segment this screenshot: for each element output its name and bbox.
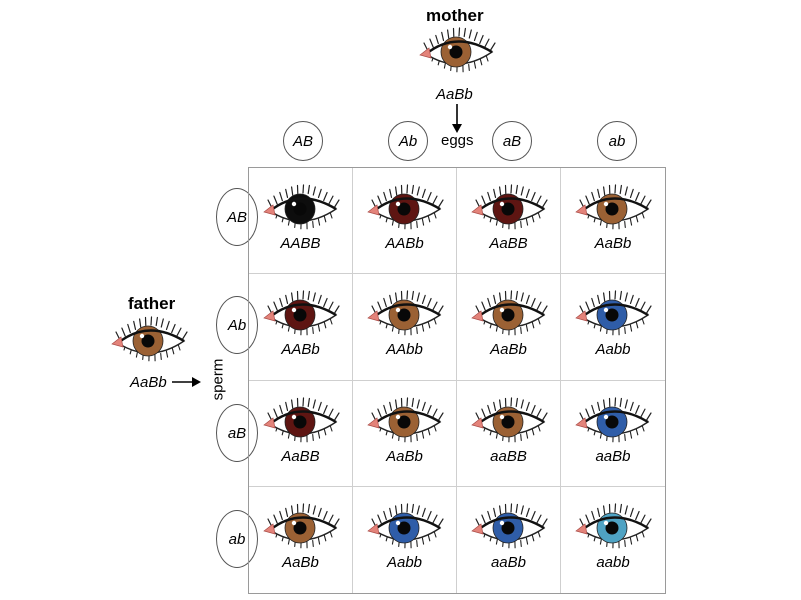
punnett-cell: aabb <box>561 487 665 593</box>
punnett-cell: AABB <box>249 168 353 275</box>
punnett-cell: AaBb <box>561 168 665 275</box>
sperm-arrow-icon <box>172 377 201 387</box>
punnett-cell: AaBB <box>249 380 353 487</box>
eye-icon <box>575 396 652 442</box>
mother-eye-icon <box>419 27 496 73</box>
cell-genotype: AAbb <box>386 341 423 359</box>
father-genotype: AaBb <box>130 374 167 391</box>
eye-icon <box>471 396 548 442</box>
punnett-cell: AAbb <box>353 274 457 381</box>
cell-genotype: aaBb <box>490 553 527 571</box>
egg-gamete-AB: AB <box>283 121 323 161</box>
sperm-gamete-Ab: Ab <box>216 296 258 354</box>
cell-genotype: AABb <box>281 341 320 359</box>
cell-genotype: Aabb <box>595 341 631 359</box>
eggs-label: eggs <box>441 132 474 149</box>
cell-genotype: AABB <box>280 235 321 252</box>
eye-icon <box>263 396 340 442</box>
eye-icon <box>471 290 548 336</box>
eye-icon <box>263 184 340 230</box>
eye-icon <box>367 503 444 549</box>
punnett-cell: Aabb <box>353 486 457 593</box>
eye-icon <box>367 184 444 230</box>
egg-gamete-aB: aB <box>492 121 532 161</box>
punnett-square: AABB AABb AaBB AaBb <box>248 167 666 594</box>
cell-genotype: AaBB <box>489 235 528 252</box>
eye-icon <box>471 503 548 549</box>
eye-icon <box>575 184 652 230</box>
cell-genotype: AABb <box>385 235 424 252</box>
punnett-cell: AaBb <box>249 486 353 593</box>
punnett-cell: AaBb <box>353 380 457 487</box>
cell-genotype: Aabb <box>386 553 423 571</box>
eye-icon <box>575 503 652 549</box>
cell-genotype: aaBb <box>595 447 631 465</box>
eye-icon <box>367 396 444 442</box>
cell-genotype: AaBb <box>282 553 319 571</box>
father-eye-icon <box>111 316 188 362</box>
eye-icon <box>263 503 340 549</box>
egg-gamete-ab: ab <box>597 121 637 161</box>
sperm-gamete-AB: AB <box>216 188 258 246</box>
punnett-cell: AABb <box>353 168 457 275</box>
cell-genotype: AaBb <box>386 447 423 465</box>
punnett-cell: AaBb <box>457 274 561 381</box>
punnett-cell: aaBb <box>457 486 561 593</box>
sperm-label: sperm <box>209 358 227 401</box>
cell-genotype: AaBb <box>490 341 527 359</box>
cell-genotype: AaBB <box>281 447 320 465</box>
sperm-gamete-aB: aB <box>216 404 258 462</box>
punnett-cell: AaBB <box>457 168 561 275</box>
cell-genotype: aaBB <box>490 447 527 465</box>
cell-genotype: AaBb <box>594 235 632 252</box>
eye-icon <box>367 290 444 336</box>
father-label: father <box>128 294 176 313</box>
mother-genotype: AaBb <box>436 86 473 103</box>
eye-icon <box>263 290 340 336</box>
punnett-cell: Aabb <box>561 274 665 381</box>
eggs-arrow-icon <box>452 104 462 133</box>
punnett-cell: AABb <box>249 274 353 381</box>
punnett-cell: aaBb <box>561 381 665 487</box>
egg-gamete-Ab: Ab <box>388 121 428 161</box>
eye-icon <box>575 290 652 336</box>
mother-label: mother <box>426 6 484 25</box>
cell-genotype: aabb <box>596 553 630 571</box>
punnett-cell: aaBB <box>457 380 561 487</box>
eye-icon <box>471 184 548 230</box>
sperm-gamete-ab: ab <box>216 510 258 568</box>
